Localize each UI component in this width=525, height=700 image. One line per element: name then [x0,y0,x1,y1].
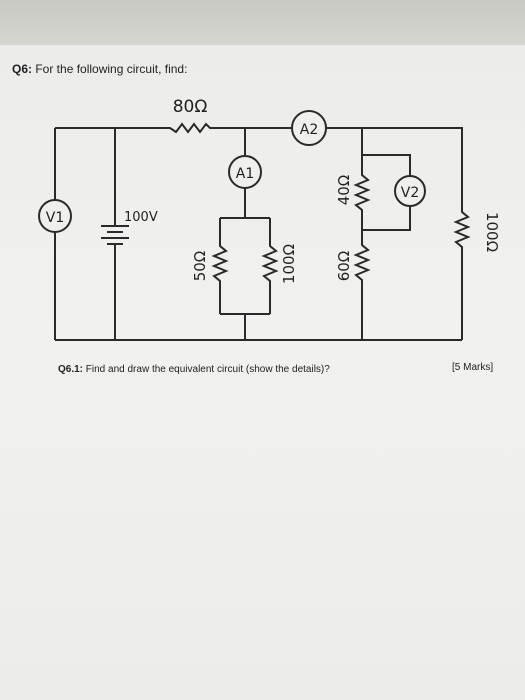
subquestion: Q6.1: Find and draw the equivalent circu… [58,364,330,375]
paper-sheet [0,45,525,700]
question-text: For the following circuit, find: [32,62,188,76]
v2-loop-top [362,154,411,176]
v2-loop-bottom [362,206,411,231]
question-label: Q6: [12,62,33,76]
r60-label: 60Ω [335,251,353,282]
r100-mid-branch [261,218,279,314]
subquestion-label: Q6.1: [58,364,84,375]
voltmeter-v2-circle [394,175,426,207]
ammeter-a2-circle [291,110,327,146]
r-top-label: 80Ω [173,97,208,117]
r100-right-branch [362,127,471,340]
top-wire [55,122,292,134]
battery-symbol [101,225,129,245]
v2-label: V2 [401,185,419,201]
source-voltage-label: 100V [124,210,158,225]
r40-60-branch [353,155,371,340]
a1-label: A1 [236,166,254,182]
voltmeter-v1-circle [38,199,72,233]
question-title: Q6: For the following circuit, find: [12,62,187,76]
ammeter-a1-circle [228,155,262,189]
subquestion-text: Find and draw the equivalent circuit (sh… [83,364,330,375]
r50-label: 50Ω [191,251,209,282]
r100-right-label: 100Ω [483,212,501,252]
a2-label: A2 [300,122,318,138]
marks-label: [5 Marks] [452,362,494,373]
a2-to-right-wire [326,127,363,155]
r50-branch [211,218,229,314]
r100-mid-label: 100Ω [280,244,298,284]
v1-label: V1 [46,210,64,226]
r40-label: 40Ω [335,175,353,206]
